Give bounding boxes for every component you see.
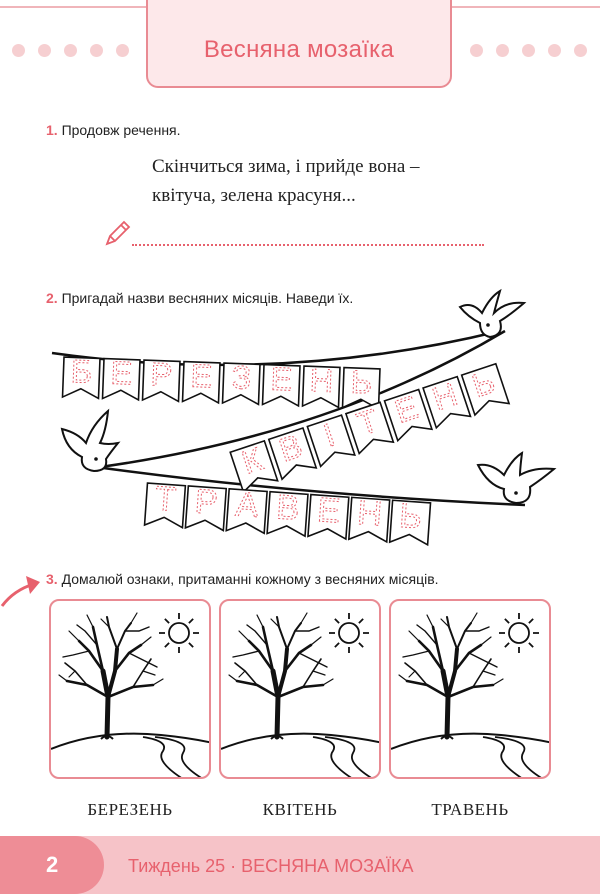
flag-letter[interactable]: Р	[193, 482, 219, 522]
flag-letter[interactable]: В	[275, 488, 301, 528]
header-dot	[496, 44, 509, 57]
task1-line1: Скінчиться зима, і прийде вона –	[152, 156, 420, 177]
garland-flag: Е	[101, 354, 141, 402]
sun-icon	[499, 613, 539, 653]
garland-flag: І	[306, 414, 356, 468]
month-label-3: ТРАВЕНЬ	[431, 800, 509, 819]
drawing-card-2[interactable]	[219, 599, 381, 779]
garland-flag: В	[267, 427, 318, 481]
pencil-icon	[105, 220, 131, 246]
header-dot	[116, 44, 129, 57]
tree-scene	[221, 612, 379, 777]
flag-letter[interactable]: Т	[153, 479, 178, 519]
garland-flag: Т	[143, 479, 187, 529]
sun-icon	[159, 613, 199, 653]
task3-prompt: Домалюй ознаки, притаманні кожному з вес…	[61, 571, 439, 587]
garland-flag: Р	[184, 482, 228, 532]
garland-flag: Р	[141, 356, 181, 403]
answer-line[interactable]	[132, 244, 484, 246]
flag-letter[interactable]: З	[231, 359, 253, 397]
task2-number: 2.	[46, 290, 58, 306]
header-dot	[90, 44, 103, 57]
garland-flag: Н	[422, 375, 472, 430]
garland-flag: Е	[383, 388, 434, 443]
garland-flag: Е	[307, 491, 350, 541]
sun-icon	[329, 613, 369, 653]
page-number: 2	[46, 852, 59, 877]
header-dot	[38, 44, 51, 57]
garland-flag: Ь	[388, 496, 432, 547]
garland-flag: Ь	[460, 362, 511, 417]
header-dot	[522, 44, 535, 57]
task3-number: 3.	[46, 571, 58, 587]
task1-sentence: Скінчиться зима, і прийде вона – квітуча…	[152, 152, 420, 210]
task1-prompt: Продовж речення.	[61, 122, 181, 138]
flag-letter[interactable]: Ь	[350, 363, 374, 401]
flag-letter[interactable]: Н	[356, 493, 384, 534]
garland-flag: Е	[181, 357, 221, 405]
garland-flag: Н	[301, 362, 341, 409]
tree-icon	[58, 612, 164, 740]
drawing-card-3[interactable]	[389, 599, 551, 779]
bird-icon	[60, 408, 121, 473]
footer-text: Тиждень 25 · ВЕСНЯНА МОЗАЇКА	[128, 856, 414, 876]
garland-flag: Е	[261, 360, 301, 408]
title-tab	[146, 0, 452, 88]
garland-flag: В	[266, 488, 309, 538]
arrow-icon	[0, 576, 40, 607]
task1-number: 1.	[46, 122, 58, 138]
header-dot	[470, 44, 483, 57]
header-dot	[12, 44, 25, 57]
garland-flag: Ь	[341, 363, 381, 411]
month-label-2: КВІТЕНЬ	[262, 800, 338, 819]
garland-flag: Т	[344, 401, 395, 456]
garland-flag: Б	[61, 353, 101, 400]
flag-letter[interactable]: Н	[309, 362, 335, 400]
task1-line2: квітуча, зелена красуня...	[152, 185, 356, 206]
task2-prompt: Пригадай назви весняних місяців. Наведи …	[61, 290, 354, 306]
flag-letter[interactable]: Е	[110, 354, 134, 392]
flag-letter[interactable]: А	[234, 485, 261, 526]
task1-question: 1. Продовж речення.	[46, 122, 181, 138]
bird-icon	[476, 451, 557, 505]
page-title: Весняна мозаїка	[203, 36, 395, 63]
bird-icon	[458, 288, 527, 339]
flag-letter[interactable]: Р	[150, 356, 174, 394]
garland-flag: Н	[347, 493, 391, 544]
flag-letter[interactable]: Б	[70, 353, 94, 391]
garland-flag: К	[229, 439, 279, 494]
flag-letter[interactable]: Е	[316, 491, 342, 531]
garland-flag: З	[221, 359, 261, 406]
rope-2	[99, 329, 506, 469]
flag-letter[interactable]: Ь	[398, 496, 424, 536]
tree-icon	[398, 612, 504, 740]
drawing-card-1[interactable]	[49, 599, 211, 779]
header-dot	[548, 44, 561, 57]
tree-scene	[51, 612, 209, 777]
flag-letter[interactable]: Е	[270, 360, 294, 398]
page-number-tab	[0, 836, 104, 894]
task2-question: 2. Пригадай назви весняних місяців. Наве…	[46, 290, 353, 306]
garland-flag: А	[225, 485, 268, 535]
tree-icon	[228, 612, 334, 740]
month-label-1: БЕРЕЗЕНЬ	[87, 800, 173, 819]
tree-scene	[391, 612, 549, 777]
task3-question: 3. Домалюй ознаки, притаманні кожному з …	[46, 571, 439, 587]
header-dot	[574, 44, 587, 57]
flag-letter[interactable]: Е	[190, 357, 214, 395]
header-dot	[64, 44, 77, 57]
rope-3	[95, 465, 526, 507]
